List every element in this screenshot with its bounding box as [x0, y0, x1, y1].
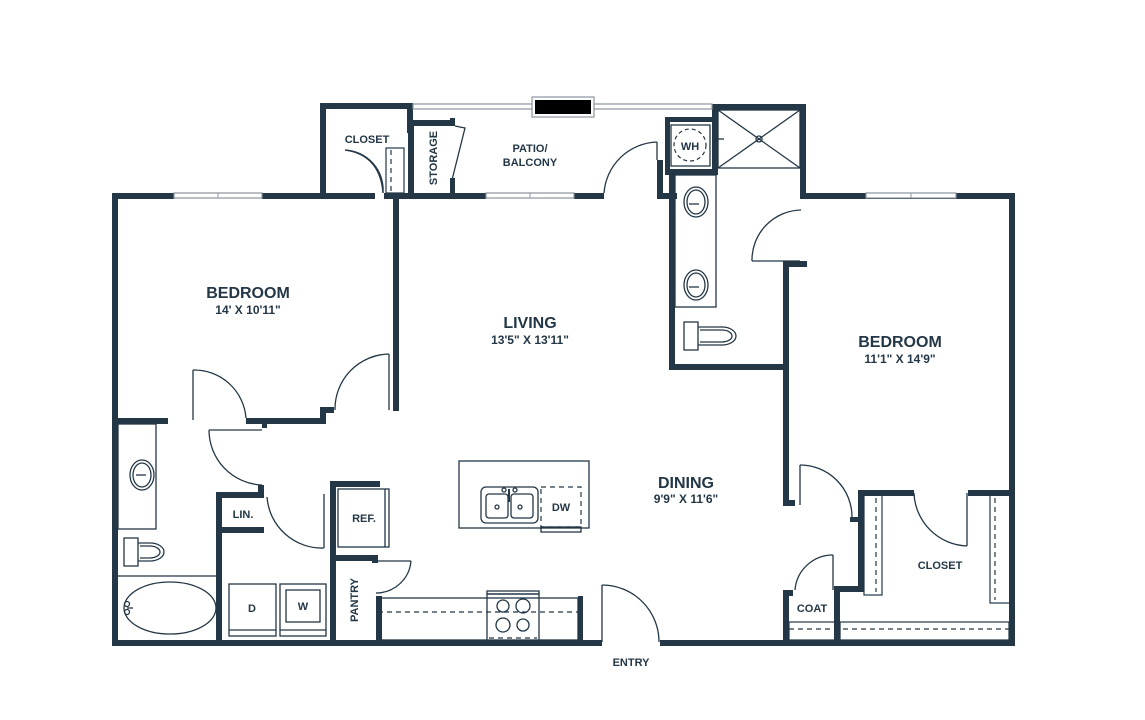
closet-shelves [788, 494, 1011, 641]
sink-icon [683, 186, 709, 218]
refrigerator [337, 488, 390, 548]
label-dishwasher: DW [552, 502, 571, 514]
label-entry: ENTRY [613, 657, 651, 669]
water-heater [670, 124, 711, 167]
label-dryer: D [248, 603, 256, 615]
kitchen-sink-icon [480, 486, 539, 524]
window-icon [173, 96, 957, 199]
kitchen [337, 460, 590, 643]
label-closet-top: CLOSET [345, 134, 390, 146]
sink-icon [129, 459, 155, 491]
left-bathroom [117, 423, 217, 635]
label-pantry: PANTRY [349, 577, 361, 622]
labels: BEDROOM 14' X 10'11" LIVING 13'5" X 13'1… [206, 131, 962, 669]
dishwasher [540, 486, 582, 533]
label-patio-line2: BALCONY [503, 157, 558, 169]
walls [112, 103, 1015, 646]
label-linen: LIN. [233, 509, 254, 521]
label-closet-right: CLOSET [918, 560, 963, 572]
sink-icon [683, 269, 709, 301]
bathtub-icon [123, 581, 217, 635]
label-water-heater: WH [681, 141, 699, 153]
label-storage: STORAGE [428, 131, 440, 185]
label-patio-line1: PATIO/ [512, 143, 547, 155]
label-coat: COAT [797, 603, 828, 615]
room-dims-dining: 9'9" X 11'6" [654, 492, 718, 506]
room-dims-living: 13'5" X 13'11" [491, 333, 569, 347]
label-washer: W [298, 601, 309, 613]
room-name-bedroom-left: BEDROOM [206, 285, 290, 302]
dryer [228, 583, 277, 637]
laundry [228, 583, 327, 637]
toilet-icon [683, 321, 737, 351]
room-name-bedroom-right: BEDROOM [858, 334, 942, 351]
toilet-icon [123, 537, 165, 567]
room-dims-bedroom-right: 11'1" X 14'9" [864, 352, 935, 366]
room-name-living: LIVING [503, 315, 556, 332]
door-swing-icon [192, 125, 968, 643]
shower-icon [717, 109, 801, 169]
room-dims-bedroom-left: 14' X 10'11" [215, 303, 280, 317]
right-bathroom [670, 109, 801, 351]
stove-icon [486, 590, 540, 643]
label-refrigerator: REF. [352, 513, 376, 525]
room-name-dining: DINING [658, 475, 714, 492]
washer [279, 583, 327, 637]
